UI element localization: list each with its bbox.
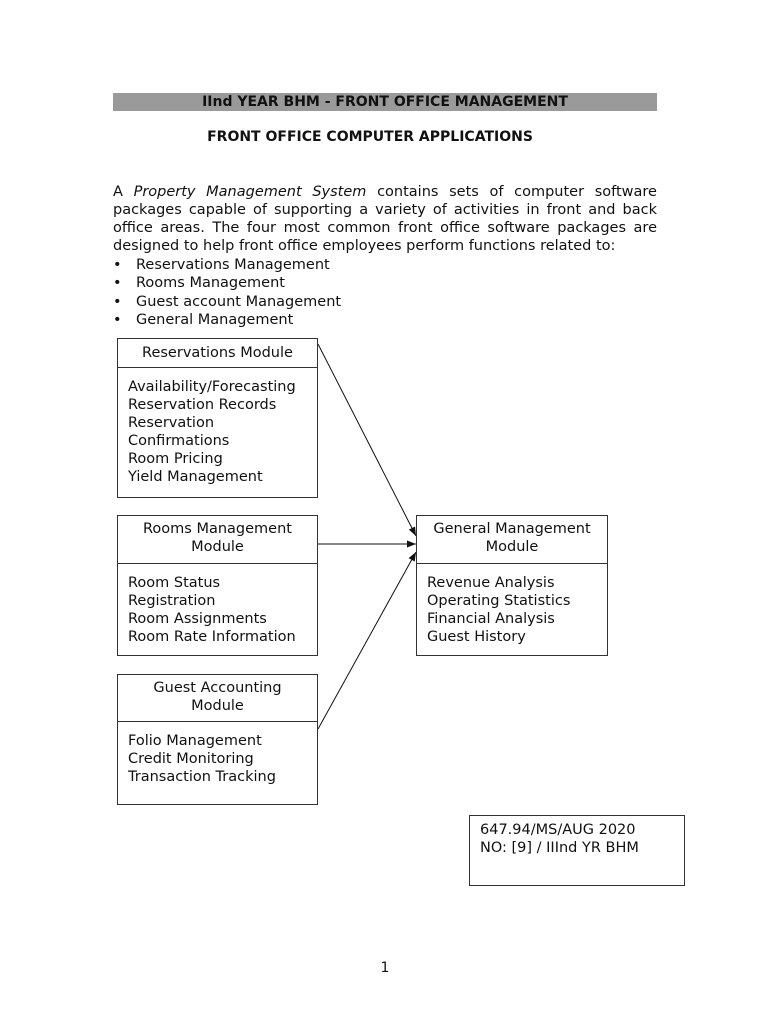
module-item: Yield Management — [128, 469, 263, 485]
reference-number: NO: [9] / IIInd YR BHM — [480, 840, 639, 856]
module-item: Room Assignments — [128, 611, 267, 627]
module-item: Folio Management — [128, 733, 262, 749]
list-item-label: Reservations Management — [136, 257, 330, 273]
reservations-module-title: Reservations Module — [118, 339, 317, 368]
module-item: Transaction Tracking — [128, 769, 276, 785]
general-module-title-line1: General Management — [433, 521, 591, 537]
guest-arrow — [317, 551, 417, 730]
list-item-label: General Management — [136, 311, 294, 328]
general-module-title: General Management Module — [417, 516, 607, 564]
function-list: • Reservations Management • Rooms Manageme… — [113, 256, 341, 329]
list-item-label: Rooms Management — [136, 275, 285, 292]
reference-box: 647.94/MS/AUG 2020 NO: [9] / IIInd YR BH… — [469, 815, 685, 886]
list-item-label: Guest account Management — [136, 293, 342, 310]
reference-code: 647.94/MS/AUG 2020 — [480, 822, 636, 838]
reservations-module-items: Availability/Forecasting Reservation Rec… — [118, 368, 317, 486]
module-item: Room Status — [128, 575, 221, 591]
intro-text: contains sets of computer software packa… — [113, 184, 657, 254]
bullet-icon: • — [113, 311, 122, 328]
bullet-icon: • — [113, 275, 122, 292]
bullet-icon: • — [113, 293, 122, 310]
intro-prefix: A — [113, 184, 134, 200]
rooms-module-title-line1: Rooms Management — [143, 521, 292, 537]
rooms-module-box: Rooms Management Module Room Status Regi… — [117, 515, 318, 656]
list-item: • Reservations Management — [113, 256, 341, 274]
list-item: • Guest account Management — [113, 293, 341, 311]
bullet-icon: • — [113, 257, 122, 273]
module-item: Guest History — [427, 629, 526, 645]
list-item: • General Management — [113, 311, 341, 329]
guest-module-title: Guest Accounting Module — [118, 675, 317, 722]
guest-accounting-module-box: Guest Accounting Module Folio Management… — [117, 674, 318, 805]
module-item: Reservation — [128, 415, 215, 431]
module-item: Room Rate Information — [128, 629, 296, 645]
list-item: • Rooms Management — [113, 274, 341, 292]
intro-emphasis: Property Management System — [133, 184, 367, 200]
reservations-arrow — [317, 343, 417, 537]
module-item: Revenue Analysis — [427, 575, 555, 591]
document-title: FRONT OFFICE COMPUTER APPLICATIONS — [207, 129, 533, 145]
module-item: Credit Monitoring — [128, 751, 254, 767]
guest-module-title-line1: Guest Accounting — [153, 680, 282, 696]
page-number: 1 — [380, 960, 390, 976]
rooms-module-title: Rooms Management Module — [118, 516, 317, 564]
module-item: Availability/Forecasting — [128, 379, 296, 395]
course-header: IInd YEAR BHM - FRONT OFFICE MANAGEMENT — [113, 93, 657, 111]
module-item: Registration — [128, 593, 216, 609]
module-item: Confirmations — [128, 433, 230, 449]
reservations-module-box: Reservations Module Availability/Forecas… — [117, 338, 318, 498]
general-module-items: Revenue Analysis Operating Statistics Fi… — [417, 564, 607, 646]
module-item: Room Pricing — [128, 451, 223, 467]
guest-module-items: Folio Management Credit Monitoring Trans… — [118, 722, 317, 786]
module-item: Financial Analysis — [427, 611, 555, 627]
general-management-module-box: General Management Module Revenue Analys… — [416, 515, 608, 656]
rooms-module-items: Room Status Registration Room Assignment… — [118, 564, 317, 646]
intro-paragraph: A Property Management System contains se… — [113, 183, 657, 255]
rooms-module-title-line2: Module — [191, 539, 244, 555]
module-item: Operating Statistics — [427, 593, 571, 609]
module-item: Reservation Records — [128, 397, 277, 413]
guest-module-title-line2: Module — [191, 698, 244, 714]
general-module-title-line2: Module — [485, 539, 539, 555]
